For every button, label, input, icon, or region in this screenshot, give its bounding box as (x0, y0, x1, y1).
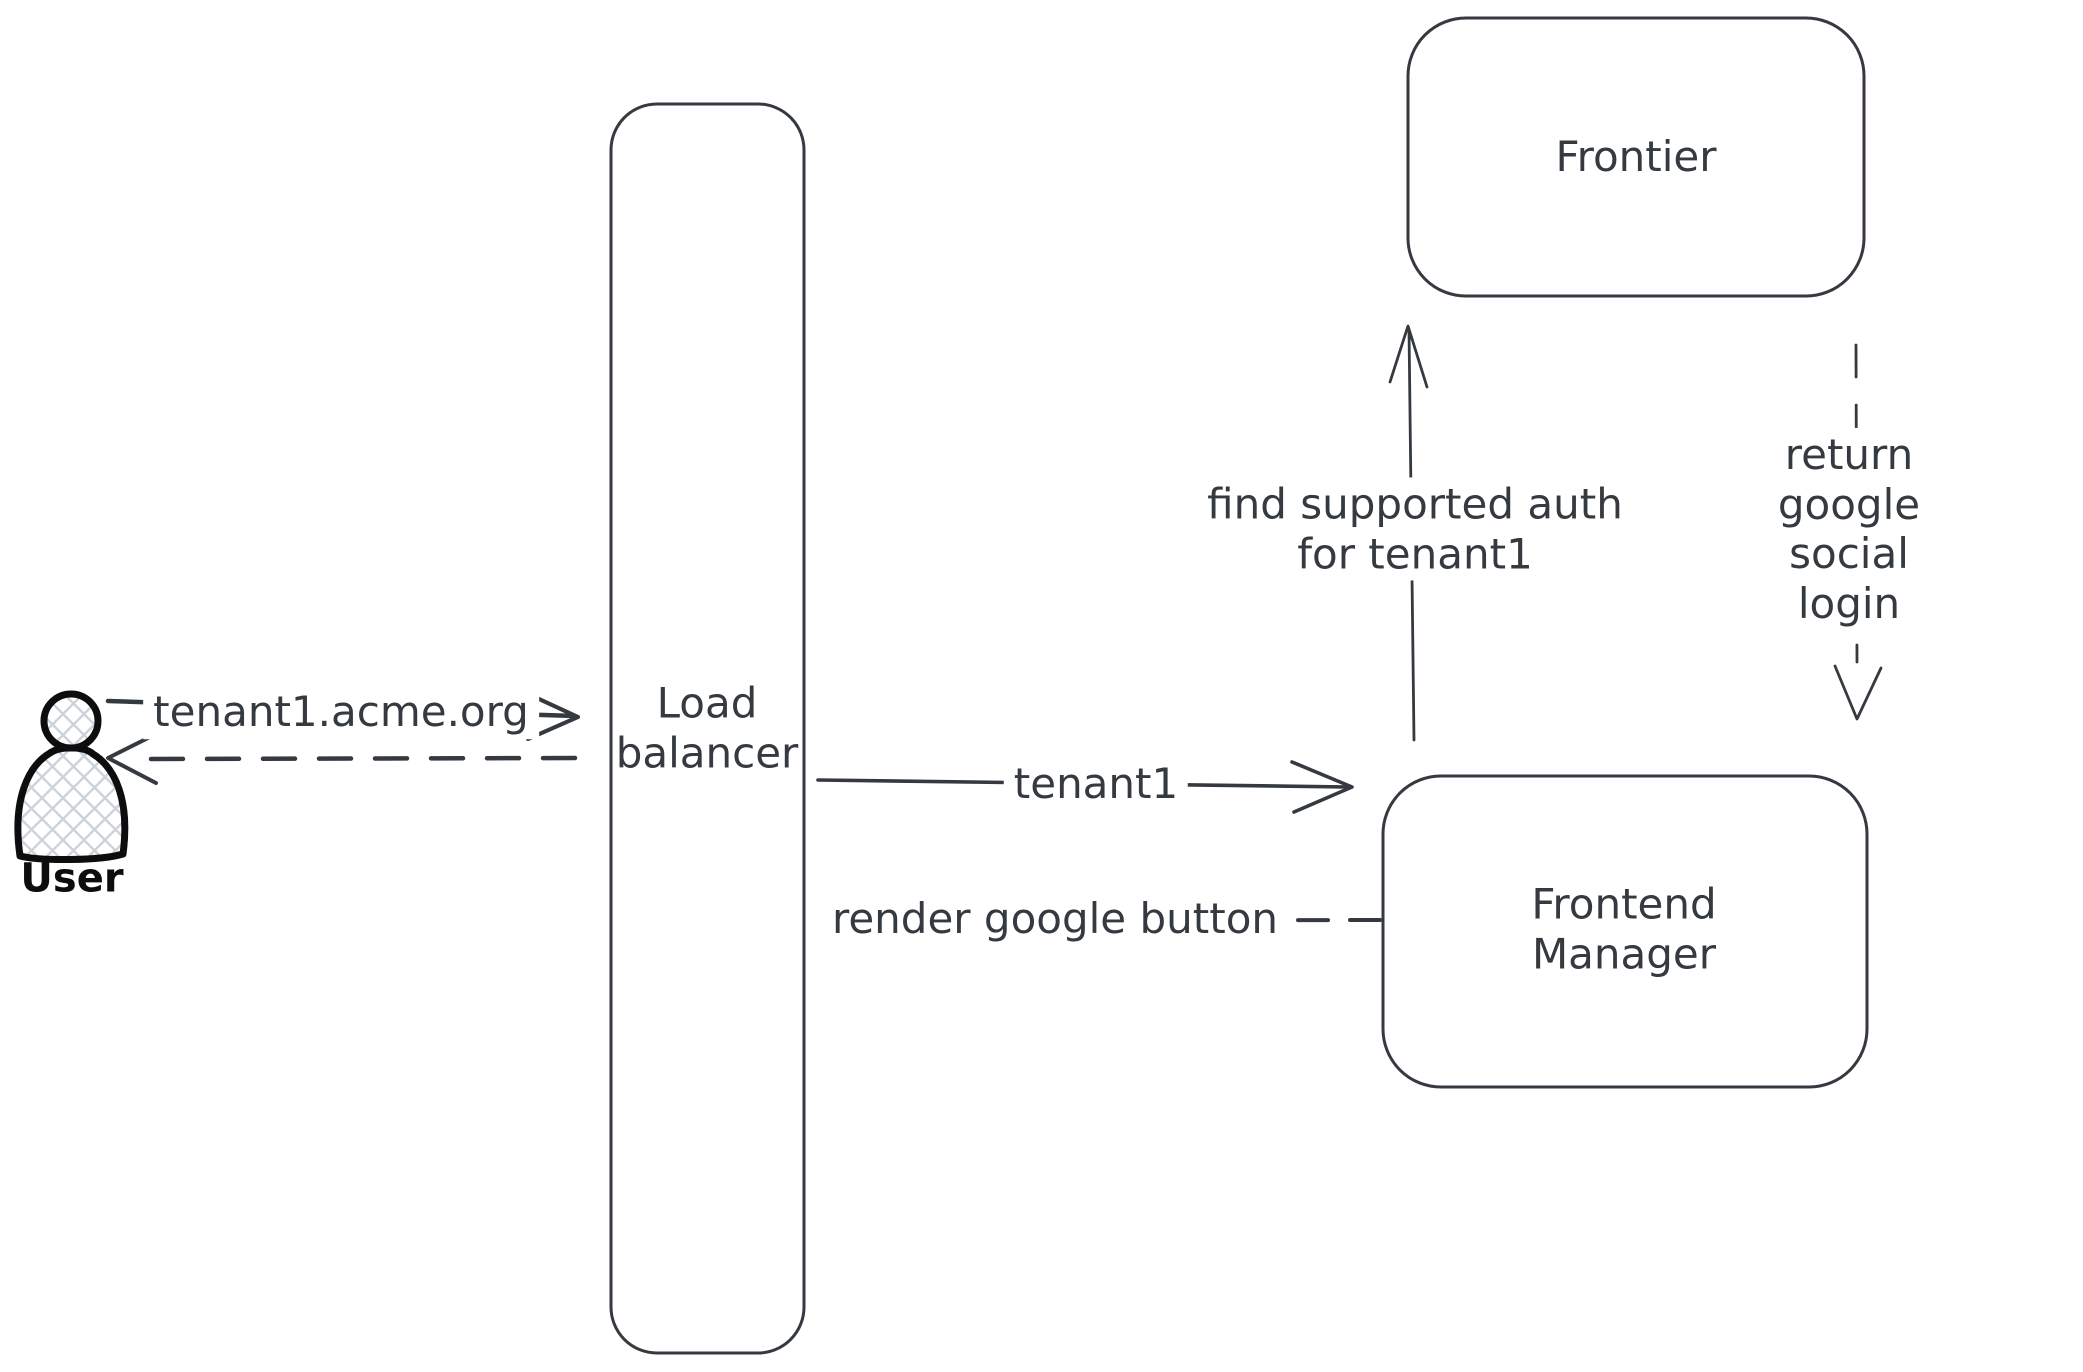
edge-label-return-google-social-login: return google social login (1732, 427, 1966, 631)
arrowhead-right-load-balancer-to-frontend-manager (1290, 760, 1354, 814)
user-figure (14, 690, 129, 864)
arrowhead-down-frontier-to-frontend-manager (1833, 664, 1883, 721)
user-body (14, 744, 129, 864)
arrowhead-up-frontend-manager-to-frontier (1388, 324, 1429, 389)
frontier-label: Frontier (1555, 132, 1717, 182)
arrowhead-left-load-balancer-to-user (106, 733, 158, 785)
edge-label-find-supported-auth: find supported auth for tenant1 (1197, 477, 1633, 581)
load-balancer-label: Load balancer (615, 678, 799, 777)
frontier-box (1406, 16, 1866, 298)
frontend-manager-label: Frontend Manager (1531, 879, 1717, 978)
edge-label-tenant1-acme-org: tenant1.acme.org (143, 685, 539, 739)
edge-label-render-google-button: render google button (821, 892, 1289, 946)
arrow-load-balancer-to-user (147, 755, 578, 762)
edge-label-tenant1: tenant1 (1003, 757, 1189, 811)
frontend-manager-box (1381, 774, 1869, 1089)
arrowhead-right-user-to-load-balancer (524, 691, 580, 741)
user-label: User (20, 855, 124, 902)
user-head (40, 690, 102, 752)
load-balancer-box (609, 102, 806, 1355)
